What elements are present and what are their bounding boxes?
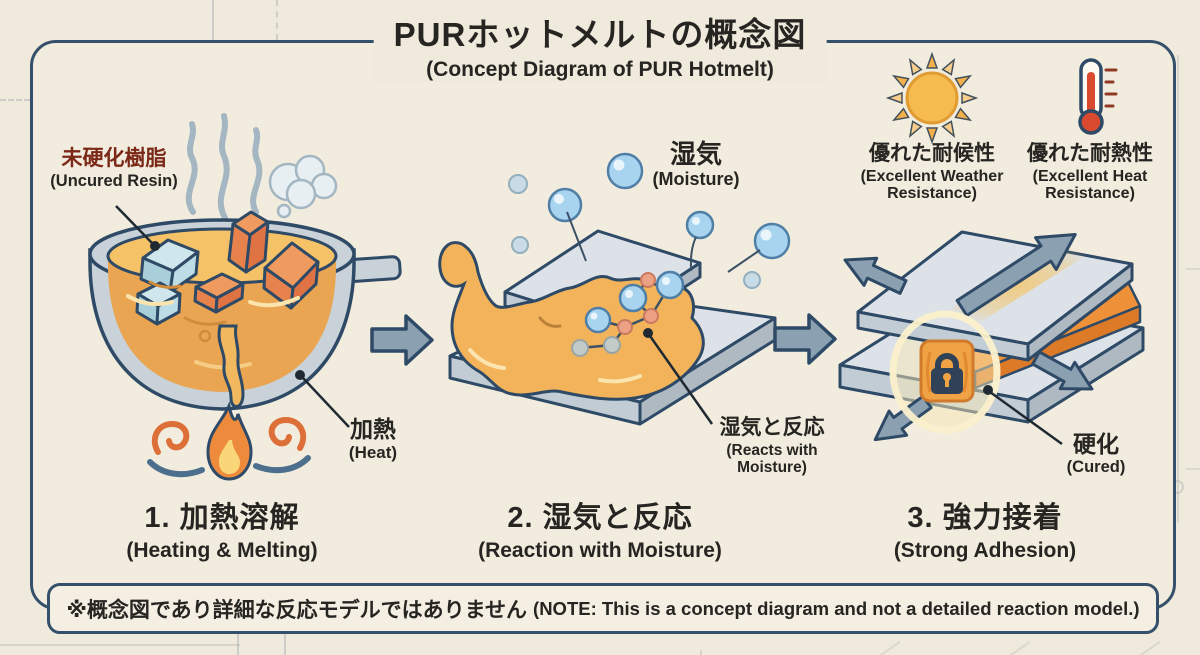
steam-icon: [185, 113, 263, 221]
arrow-right-icon: [370, 314, 434, 366]
blueprint-line: [700, 650, 702, 655]
label-uncured-resin-ja: 未硬化樹脂: [61, 147, 167, 170]
label-weather-en: (Excellent Weather Resistance): [860, 167, 1004, 203]
cloud-icon: [268, 154, 338, 219]
label-heatres-ja: 優れた耐熱性: [1027, 142, 1153, 165]
step2-caption-en: (Reaction with Moisture): [478, 539, 722, 562]
blueprint-line: [237, 627, 239, 655]
label-reacts-en: (Reacts with Moisture): [726, 441, 818, 476]
label-heat: 加熱 (Heat): [318, 416, 428, 462]
pointer-line: [983, 385, 1063, 446]
blueprint-line: [1177, 55, 1179, 523]
label-heat-en: (Heat): [348, 442, 398, 462]
title-english: (Concept Diagram of PUR Hotmelt): [426, 58, 774, 81]
step3-caption: 3. 強力接着 (Strong Adhesion): [805, 494, 1165, 563]
blueprint-line: [1186, 468, 1200, 470]
label-cured-en: (Cured): [1066, 457, 1126, 476]
label-weather-ja: 優れた耐候性: [869, 142, 995, 165]
blueprint-line: [284, 627, 286, 655]
adhesive-drip: [217, 324, 245, 408]
step1-caption-en: (Heating & Melting): [126, 539, 318, 562]
resin-cube-icon: [135, 210, 320, 326]
blueprint-line: [0, 99, 30, 101]
label-cured-ja: 硬化: [1073, 431, 1119, 457]
label-uncured-resin: 未硬化樹脂 (Uncured Resin): [28, 147, 200, 190]
adhesive-highlights: [468, 316, 642, 384]
label-moisture-ja: 湿気: [669, 139, 722, 169]
step1-caption: 1. 加熱溶解 (Heating & Melting): [42, 494, 402, 563]
step2-caption-ja: 2. 湿気と反応: [507, 502, 693, 534]
step3-caption-en: (Strong Adhesion): [893, 539, 1077, 562]
lock-icon: [889, 310, 1001, 434]
pot-icon: [88, 210, 402, 411]
moisture-bubble-icon: [508, 152, 791, 289]
step3-caption-ja: 3. 強力接着: [907, 502, 1063, 534]
pointer-line: [115, 205, 350, 428]
label-moisture-en: (Moisture): [652, 169, 740, 190]
page-title: PURホットメルトの概念図 (Concept Diagram of PUR Ho…: [373, 8, 827, 82]
label-weather-resistance: 優れた耐候性 (Excellent Weather Resistance): [843, 142, 1021, 203]
label-heatres-en: (Excellent Heat Resistance): [1032, 167, 1148, 203]
note-text-en: (NOTE: This is a concept diagram and not…: [533, 597, 1140, 619]
pointer-line: [643, 328, 714, 425]
step1-illustration: [88, 113, 402, 481]
blueprint-line: [276, 0, 278, 40]
molecule-chain-icon: [571, 270, 685, 357]
step3-illustration: [837, 51, 1145, 454]
step2-caption: 2. 湿気と反応 (Reaction with Moisture): [420, 494, 780, 563]
step1-caption-ja: 1. 加熱溶解: [144, 502, 300, 534]
label-moisture: 湿気 (Moisture): [620, 139, 772, 190]
title-japanese: PURホットメルトの概念図: [393, 16, 807, 53]
label-reacts-with-moisture: 湿気と反応 (Reacts with Moisture): [702, 416, 842, 476]
label-heat-ja: 加熱: [350, 416, 396, 442]
thermometer-icon: [1078, 58, 1118, 135]
flame-icon: [147, 401, 311, 481]
sun-icon: [885, 51, 979, 145]
arrow-right-icon: [773, 313, 837, 365]
label-cured: 硬化 (Cured): [1040, 431, 1152, 476]
label-uncured-resin-en: (Uncured Resin): [50, 171, 178, 190]
note-text-ja: ※概念図であり詳細な反応モデルではありません: [66, 598, 528, 622]
label-heat-resistance: 優れた耐熱性 (Excellent Heat Resistance): [1004, 142, 1176, 203]
adhesive-blob-icon: [438, 241, 705, 401]
step2-illustration: [438, 152, 791, 426]
swirl-icon: [147, 416, 311, 478]
moisture-guide-line: [566, 211, 761, 273]
blueprint-line: [0, 644, 240, 646]
label-reacts-ja: 湿気と反応: [719, 416, 825, 439]
blueprint-line: [212, 0, 214, 40]
blueprint-line: [1186, 268, 1200, 270]
note-box: ※概念図であり詳細な反応モデルではありません (NOTE: This is a …: [47, 583, 1159, 634]
